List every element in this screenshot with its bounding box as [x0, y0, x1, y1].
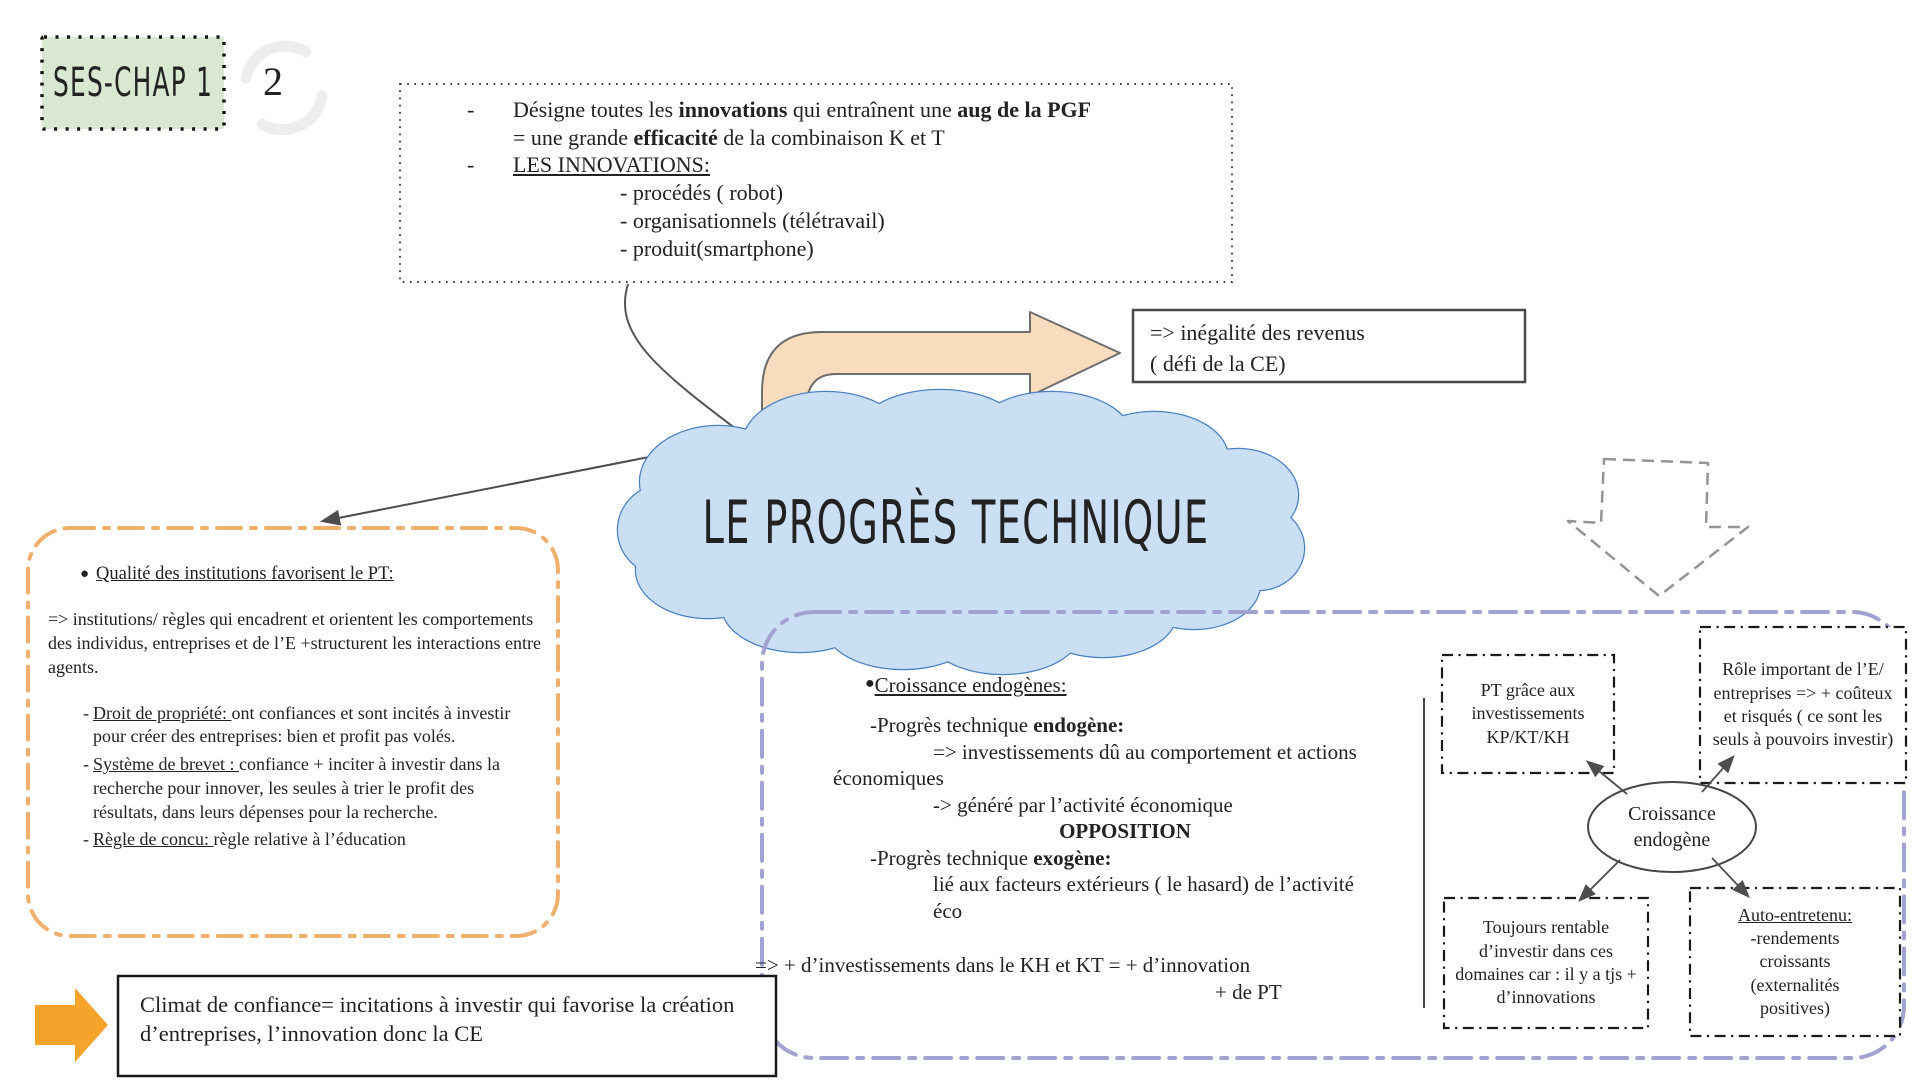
opposition-label: OPPOSITION — [1059, 819, 1191, 844]
down-arrow-icon — [1566, 457, 1750, 598]
profitable-box-shape — [1442, 896, 1650, 1030]
endogenous-line: économiques — [833, 766, 944, 791]
cloud-title-box: LE PROGRÈS TECHNIQUE — [560, 488, 1240, 558]
self-sustained-box-text: Auto-entretenu: -rendements croissants (… — [1690, 888, 1900, 1036]
refresh-watermark-icon — [240, 40, 328, 136]
chapter-label: SES-CHAP 1 — [52, 60, 214, 106]
institution-item: - Système de brevet : confiance + incite… — [83, 754, 501, 822]
arrow-to-role — [1701, 754, 1735, 793]
cloud-title: LE PROGRÈS TECHNIQUE — [702, 488, 1210, 558]
croissance-ellipse-shape — [1587, 781, 1757, 873]
self-sustained-box-shape — [1688, 886, 1902, 1038]
bullet-dot: ● — [865, 675, 875, 692]
investments-box-text: PT grâce aux investissements KP/KT/KH — [1471, 679, 1585, 747]
endogenous-line: -> généré par l’activité économique — [933, 792, 1233, 817]
arrow-to-self-sustained — [1711, 857, 1750, 898]
exogenous-line: lié aux facteurs extérieurs ( le hasard)… — [933, 872, 1354, 897]
definition-content: - Désigne toutes les innovations qui ent… — [455, 96, 1235, 262]
bullet-dot: ● — [80, 566, 90, 582]
inequality-text: => inégalité des revenus ( défi de la CE… — [1150, 320, 1365, 376]
exogenous-line: éco — [933, 898, 963, 923]
endogenous-title: Croissance endogènes: — [874, 673, 1067, 697]
arrow-to-investments — [1585, 760, 1628, 795]
page-number: 2 — [263, 59, 283, 104]
arrow-to-profitable — [1578, 859, 1621, 902]
confidence-box-shape — [116, 974, 778, 1078]
chapter-box-shape — [40, 35, 226, 131]
confidence-text: Climat de confiance= incitations à inves… — [140, 992, 735, 1047]
investments-box-shape — [1440, 653, 1616, 775]
profitable-box-text: Toujours rentable d’investir dans ces do… — [1455, 917, 1637, 1008]
inequality-box-shape — [1131, 308, 1527, 384]
definition-cloud-connector — [623, 283, 757, 445]
institutions-intro: => institutions/ règles qui encadrent et… — [48, 609, 542, 677]
definition-item-1: Désigne toutes les innovations qui entra… — [513, 97, 1092, 150]
institutions-box-shape — [26, 526, 560, 938]
endogenous-line: => investissements dû au comportement et… — [933, 739, 1357, 764]
croissance-ellipse-text: Croissance endogène — [1628, 803, 1716, 851]
conclusion-line-1: => + d’investissements dans le KH et KT … — [755, 953, 1251, 978]
institution-item: - Droit de propriété: ont confiances et … — [83, 702, 511, 747]
chapter-label-box: SES-CHAP 1 — [42, 37, 224, 129]
endogenous-box-shape — [760, 610, 1906, 1060]
definition-item-2-title: LES INNOVATIONS: — [513, 152, 710, 178]
conclusion-line-2: + de PT — [1215, 979, 1282, 1004]
cloud-institutions-arrow — [320, 446, 701, 526]
self-sustained-rest: -rendements croissants (externalités pos… — [1750, 927, 1840, 1019]
institutions-content: ● Qualité des institutions favorisent le… — [48, 562, 550, 852]
innovation-type-1: - procédés ( robot) — [620, 180, 784, 206]
endogenous-content: ● Croissance endogènes: - Progrès techni… — [755, 672, 1415, 1005]
confidence-arrow-icon — [35, 988, 108, 1062]
institution-item: - Règle de concu: règle relative à l’édu… — [83, 829, 406, 850]
role-box-text: Rôle important de l’E/ entreprises => + … — [1712, 659, 1894, 750]
innovation-type-2: - organisationnels (télétravail) — [620, 207, 885, 233]
innovation-type-3: - produit(smartphone) — [620, 235, 814, 261]
institutions-title: Qualité des institutions favorisent le P… — [96, 564, 394, 584]
self-sustained-lead: Auto-entretenu: — [1738, 904, 1852, 925]
bullet-dash: - — [467, 152, 475, 178]
bullet-dash: - — [467, 97, 475, 122]
